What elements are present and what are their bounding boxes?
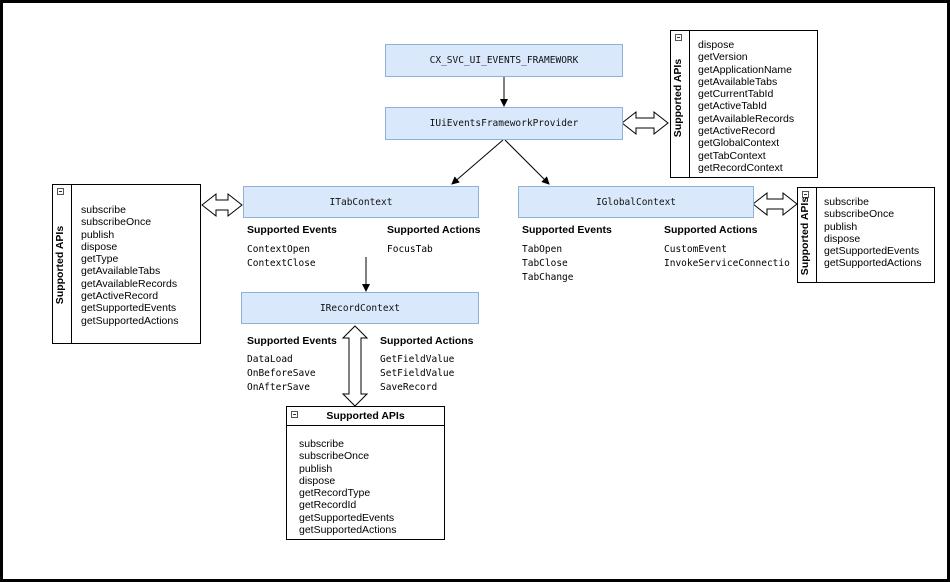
api-get-available-records: getAvailableRecords: [698, 112, 795, 125]
api-dispose: dispose: [824, 232, 861, 245]
double-arrow-global-apis: [752, 191, 798, 217]
api-get-available-records: getAvailableRecords: [81, 277, 178, 290]
api-subscribe-once: subscribeOnce: [824, 208, 895, 221]
global-apis-title: Supported APIs: [799, 196, 811, 276]
api-subscribe-once: subscribeOnce: [81, 216, 152, 229]
api-get-tab-context: getTabContext: [698, 149, 766, 162]
global-action-custom-event: CustomEvent: [664, 244, 727, 255]
api-dispose: dispose: [81, 240, 118, 253]
api-publish: publish: [81, 228, 115, 241]
provider-apis-title: Supported APIs: [672, 58, 684, 138]
api-get-version: getVersion: [698, 51, 748, 64]
record-event-on-after-save: OnAfterSave: [247, 382, 310, 393]
global-event-tab-close: TabClose: [522, 258, 568, 269]
tab-apis-list: subscribe subscribeOnce publish dispose …: [81, 204, 178, 327]
arrow-provider-global: [504, 139, 550, 185]
api-get-available-tabs: getAvailableTabs: [81, 265, 161, 278]
api-get-available-tabs: getAvailableTabs: [698, 75, 778, 88]
api-subscribe: subscribe: [81, 204, 126, 216]
api-get-record-type: getRecordType: [299, 487, 371, 500]
provider-apis-strip: [671, 31, 690, 177]
record-apis-panel: Supported APIs subscribe subscribeOnce p…: [286, 406, 445, 540]
collapse-icon[interactable]: [675, 34, 682, 41]
record-events-header: Supported Events: [247, 335, 337, 347]
framework-node[interactable]: CX_SVC_UI_EVENTS_FRAMEWORK: [385, 44, 623, 77]
record-event-on-before-save: OnBeforeSave: [247, 368, 316, 379]
double-arrow-record-apis: [341, 325, 369, 407]
api-get-active-record: getActiveRecord: [698, 125, 776, 138]
api-get-global-context: getGlobalContext: [698, 137, 780, 150]
record-apis-title: Supported APIs: [326, 410, 405, 422]
tab-actions-header: Supported Actions: [387, 224, 481, 236]
api-get-supported-events: getSupportedEvents: [299, 511, 395, 524]
record-actions-header: Supported Actions: [380, 335, 474, 347]
tab-context-node[interactable]: ITabContext: [243, 186, 479, 218]
tab-apis-strip: [53, 185, 72, 343]
tab-apis-title: Supported APIs: [54, 225, 66, 305]
double-arrow-provider-apis: [621, 110, 669, 136]
global-action-invoke-service: InvokeServiceConnectio: [664, 258, 790, 269]
api-subscribe: subscribe: [824, 196, 869, 208]
global-event-tab-open: TabOpen: [522, 244, 563, 255]
global-apis-panel: Supported APIs subscribe subscribeOnce p…: [797, 187, 935, 283]
api-get-supported-actions: getSupportedActions: [299, 524, 397, 537]
api-get-active-record: getActiveRecord: [81, 290, 159, 303]
api-dispose: dispose: [698, 39, 735, 51]
record-apis-list: subscribe subscribeOnce publish dispose …: [299, 438, 396, 536]
global-events-header: Supported Events: [522, 224, 612, 236]
api-publish: publish: [824, 220, 858, 233]
provider-node[interactable]: IUiEventsFrameworkProvider: [385, 107, 623, 140]
api-get-type: getType: [81, 253, 119, 266]
global-event-tab-change: TabChange: [522, 272, 574, 283]
api-get-record-id: getRecordId: [299, 499, 357, 512]
tab-event-context-open: ContextOpen: [247, 244, 310, 255]
api-subscribe-once: subscribeOnce: [299, 450, 370, 463]
api-get-active-tab-id: getActiveTabId: [698, 100, 767, 113]
record-action-set-field-value: SetFieldValue: [380, 368, 455, 379]
record-context-node[interactable]: IRecordContext: [241, 292, 479, 324]
api-dispose: dispose: [299, 474, 336, 487]
api-get-supported-actions: getSupportedActions: [81, 314, 179, 327]
double-arrow-tab-apis: [201, 192, 243, 218]
collapse-icon[interactable]: [291, 411, 298, 418]
global-apis-list: subscribe subscribeOnce publish dispose …: [824, 196, 921, 270]
api-get-supported-events: getSupportedEvents: [81, 302, 177, 315]
record-action-get-field-value: GetFieldValue: [380, 354, 455, 365]
global-context-node[interactable]: IGlobalContext: [518, 186, 754, 218]
api-get-record-context: getRecordContext: [698, 161, 783, 174]
api-subscribe: subscribe: [299, 438, 344, 450]
record-event-data-load: DataLoad: [247, 354, 293, 365]
global-actions-header: Supported Actions: [664, 224, 758, 236]
collapse-icon[interactable]: [57, 188, 64, 195]
record-action-save-record: SaveRecord: [380, 382, 438, 393]
api-get-current-tab-id: getCurrentTabId: [698, 88, 774, 101]
api-get-application-name: getApplicationName: [698, 63, 792, 76]
api-get-supported-actions: getSupportedActions: [824, 257, 922, 270]
global-apis-strip: [798, 188, 817, 282]
record-apis-titlebar: [287, 407, 444, 426]
collapse-icon[interactable]: [802, 191, 809, 198]
arrow-provider-tab: [451, 139, 504, 185]
api-get-supported-events: getSupportedEvents: [824, 245, 920, 258]
provider-apis-panel: Supported APIs dispose getVersion getApp…: [670, 30, 818, 178]
api-publish: publish: [299, 462, 333, 475]
tab-events-header: Supported Events: [247, 224, 337, 236]
provider-apis-list: dispose getVersion getApplicationName ge…: [698, 39, 794, 174]
tab-action-focus-tab: FocusTab: [387, 244, 433, 255]
tab-apis-panel: Supported APIs subscribe subscribeOnce p…: [52, 184, 201, 344]
tab-event-context-close: ContextClose: [247, 258, 316, 269]
